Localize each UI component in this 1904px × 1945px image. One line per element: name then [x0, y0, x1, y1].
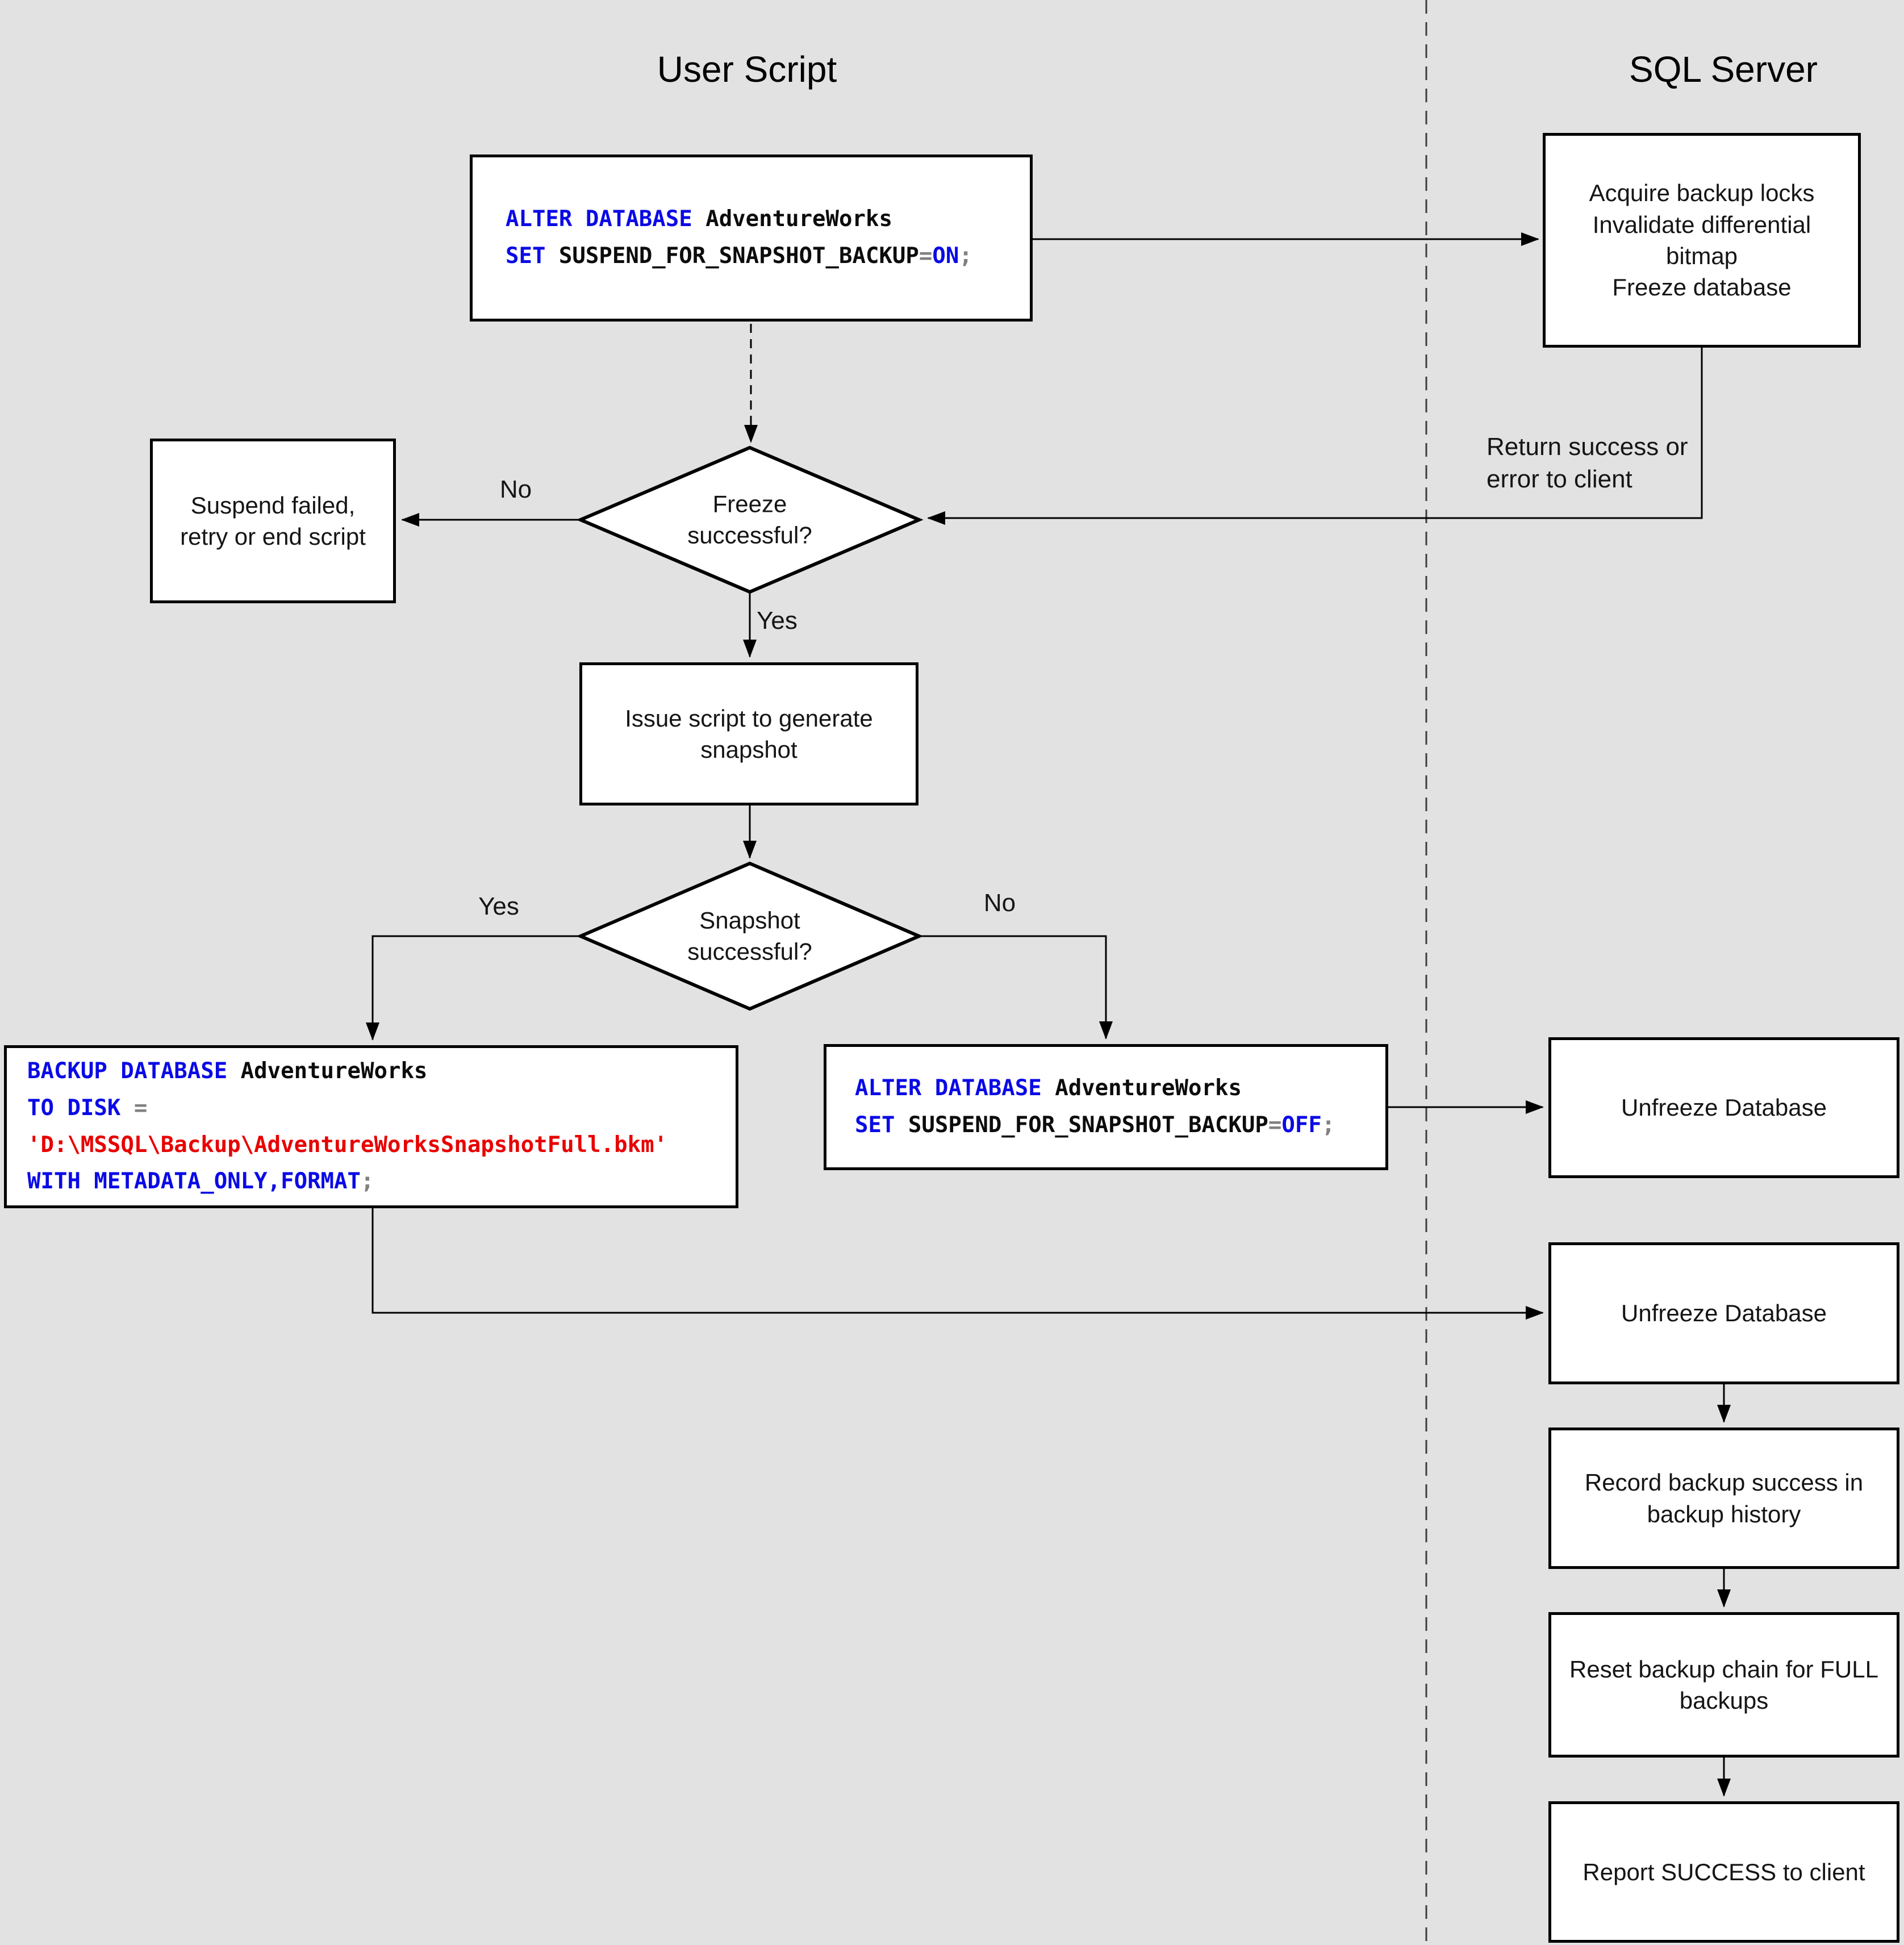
node-reset-backup-chain: Reset backup chain for FULL backups: [1548, 1612, 1899, 1758]
edge-label-freeze-no: No: [499, 475, 532, 503]
edge-label-snapshot-no: No: [983, 889, 1016, 917]
freeze-decision-label: Freeze successful?: [687, 490, 812, 548]
node-unfreeze-database-1: Unfreeze Database: [1548, 1037, 1899, 1178]
column-title-user-script: User Script: [657, 49, 837, 90]
node-acquire-backup-locks: Acquire backup locks Invalidate differen…: [1543, 133, 1861, 348]
edge-label-freeze-yes: Yes: [757, 607, 797, 635]
snapshot-decision-label: Snapshot successful?: [687, 907, 812, 965]
node-report-success: Report SUCCESS to client: [1548, 1801, 1899, 1943]
node-suspend-failed: Suspend failed, retry or end script: [150, 439, 396, 603]
column-title-sql-server: SQL Server: [1629, 49, 1818, 90]
arrow-backup-to-unfreeze2: [371, 1208, 1544, 1320]
node-record-backup-history: Record backup success in backup history: [1548, 1428, 1899, 1569]
snapshot-decision-diamond-shape: [576, 861, 924, 1011]
node-issue-script: Issue script to generate snapshot: [579, 662, 918, 805]
arrow-acquire-to-freeze: [927, 348, 1703, 525]
node-unfreeze-database-2: Unfreeze Database: [1548, 1242, 1899, 1384]
edge-label-snapshot-yes: Yes: [478, 892, 519, 920]
arrow-snapshot-to-backup: [366, 935, 581, 1041]
arrow-snapshot-to-suspendoff: [919, 935, 1113, 1040]
freeze-decision-diamond-shape: [576, 445, 924, 594]
return-success-note: Return success or error to client: [1487, 433, 1688, 494]
